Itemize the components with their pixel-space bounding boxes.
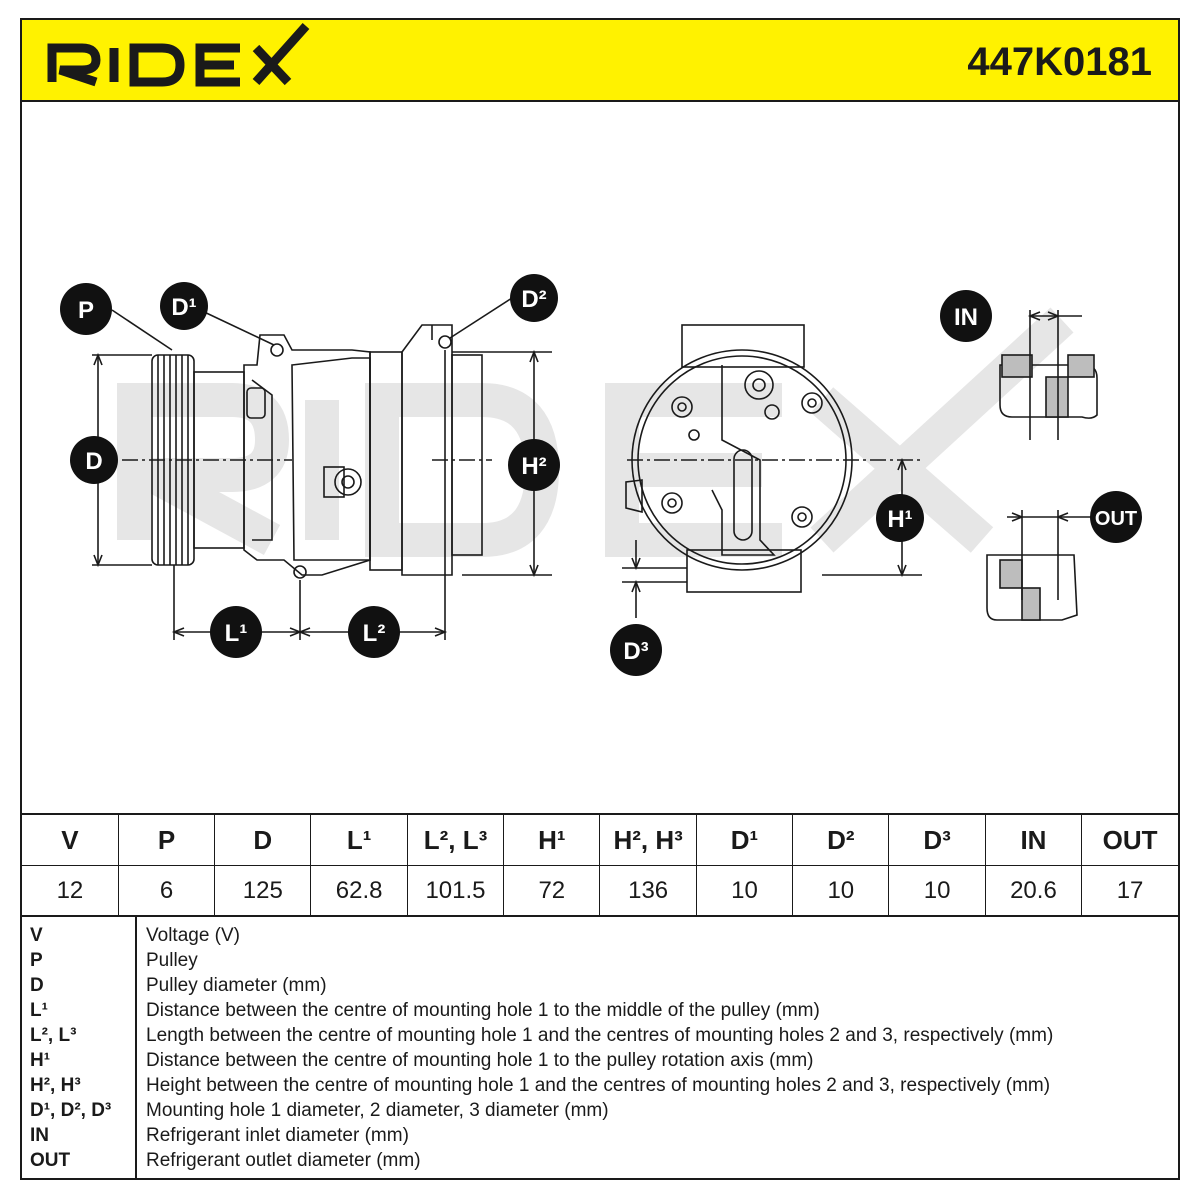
spec-value-cell: 17	[1081, 865, 1178, 917]
legend-key: L², L³	[30, 1025, 77, 1046]
spec-table: V P D L¹ L², L³ H¹ H², H³ D¹ D² D³ IN OU…	[22, 813, 1178, 917]
legend-row: IN Refrigerant inlet diameter (mm)	[22, 1125, 1178, 1150]
spec-value-cell: 12	[22, 865, 119, 917]
spec-header-row: V P D L¹ L², L³ H¹ H², H³ D¹ D² D³ IN OU…	[22, 813, 1178, 866]
spec-value-cell: 101.5	[406, 865, 505, 917]
inlet-fitting-section	[999, 310, 1098, 440]
compressor-side-view	[122, 324, 492, 579]
legend-row: H², H³ Height between the centre of moun…	[22, 1075, 1178, 1100]
callout-P: P	[60, 283, 112, 335]
dimension-lines-rear	[622, 457, 922, 618]
legend-desc: Refrigerant outlet diameter (mm)	[146, 1150, 421, 1171]
callout-L1: L¹	[210, 606, 262, 658]
spec-header-cell: H¹	[503, 813, 601, 866]
legend-key: H¹	[30, 1050, 51, 1071]
compressor-rear-view	[625, 324, 922, 593]
spec-value-cell: 125	[214, 865, 312, 917]
legend-row: P Pulley	[22, 950, 1178, 975]
legend-key: V	[30, 925, 43, 946]
callout-D2: D²	[510, 274, 558, 322]
legend-desc: Mounting hole 1 diameter, 2 diameter, 3 …	[146, 1100, 609, 1121]
legend-desc: Height between the centre of mounting ho…	[146, 1075, 1051, 1096]
spec-value-cell: 6	[117, 865, 216, 917]
spec-header-cell: D²	[792, 813, 890, 866]
legend-row: D Pulley diameter (mm)	[22, 975, 1178, 1000]
legend-desc: Pulley diameter (mm)	[146, 975, 327, 996]
ridex-watermark	[117, 307, 1074, 557]
svg-text:OUT: OUT	[1095, 508, 1137, 530]
legend-key: D¹, D², D³	[30, 1100, 112, 1121]
spec-header-cell: OUT	[1081, 813, 1178, 866]
spec-header-cell: H², H³	[599, 813, 697, 866]
legend-key: D	[30, 975, 44, 996]
spec-header-cell: P	[117, 813, 216, 866]
legend-row: D¹, D², D³ Mounting hole 1 diameter, 2 d…	[22, 1100, 1178, 1125]
legend-divider	[135, 917, 137, 1180]
svg-text:H¹: H¹	[887, 506, 912, 533]
spec-header-cell: IN	[984, 813, 1083, 866]
legend-key: P	[30, 950, 43, 971]
svg-text:H²: H²	[521, 453, 546, 480]
callout-D1: D¹	[160, 282, 208, 330]
header-bar: 447K0181	[22, 20, 1178, 102]
spec-header-cell: V	[22, 813, 119, 866]
legend-desc: Length between the centre of mounting ho…	[146, 1025, 1054, 1046]
svg-text:L¹: L¹	[225, 620, 248, 647]
datasheet: 447K0181	[20, 18, 1180, 1180]
legend-key: IN	[30, 1125, 49, 1146]
ridex-logo	[47, 23, 310, 87]
spec-value-cell: 10	[888, 865, 986, 917]
spec-value-cell: 20.6	[984, 865, 1083, 917]
svg-text:D: D	[85, 448, 102, 475]
svg-text:L²: L²	[363, 620, 386, 647]
legend-row: L², L³ Length between the centre of moun…	[22, 1025, 1178, 1050]
legend-desc: Distance between the centre of mounting …	[146, 1000, 820, 1021]
legend-row: L¹ Distance between the centre of mounti…	[22, 1000, 1178, 1025]
spec-header-cell: L¹	[310, 813, 408, 866]
svg-text:P: P	[78, 297, 94, 324]
svg-text:D¹: D¹	[171, 294, 196, 321]
callout-IN: IN	[940, 290, 992, 342]
legend-key: L¹	[30, 1000, 48, 1021]
callout-D3: D³	[610, 624, 662, 676]
spec-header-cell: D	[214, 813, 312, 866]
spec-value-row: 12 6 125 62.8 101.5 72 136 10 10 10 20.6…	[22, 865, 1178, 917]
callout-H2: H²	[508, 439, 560, 491]
spec-value-cell: 62.8	[310, 865, 408, 917]
spec-value-cell: 136	[599, 865, 697, 917]
spec-header-cell: D³	[888, 813, 986, 866]
svg-text:D²: D²	[521, 286, 546, 313]
legend-key: H², H³	[30, 1075, 81, 1096]
legend-desc: Pulley	[146, 950, 198, 971]
legend-row: V Voltage (V)	[22, 925, 1178, 950]
legend-key: OUT	[30, 1150, 71, 1171]
outlet-fitting-section	[986, 510, 1092, 621]
legend-desc: Refrigerant inlet diameter (mm)	[146, 1125, 409, 1146]
legend-desc: Distance between the centre of mounting …	[146, 1050, 814, 1071]
legend-row: OUT Refrigerant outlet diameter (mm)	[22, 1150, 1178, 1175]
technical-drawing: P D¹ D² D H² L¹ L² H¹	[60, 274, 1142, 676]
svg-text:IN: IN	[954, 304, 978, 331]
spec-header-cell: D¹	[695, 813, 794, 866]
part-number: 447K0181	[967, 40, 1152, 84]
spec-header-cell: L², L³	[406, 813, 505, 866]
legend: V Voltage (V) P Pulley D Pulley diameter…	[22, 915, 1178, 1182]
callout-H1: H¹	[876, 494, 924, 542]
svg-text:D³: D³	[623, 638, 648, 665]
spec-value-cell: 10	[695, 865, 794, 917]
callout-D: D	[70, 436, 118, 484]
spec-value-cell: 10	[792, 865, 890, 917]
spec-value-cell: 72	[503, 865, 601, 917]
legend-desc: Voltage (V)	[146, 925, 240, 946]
callout-OUT: OUT	[1090, 491, 1142, 543]
callout-L2: L²	[348, 606, 400, 658]
legend-row: H¹ Distance between the centre of mounti…	[22, 1050, 1178, 1075]
